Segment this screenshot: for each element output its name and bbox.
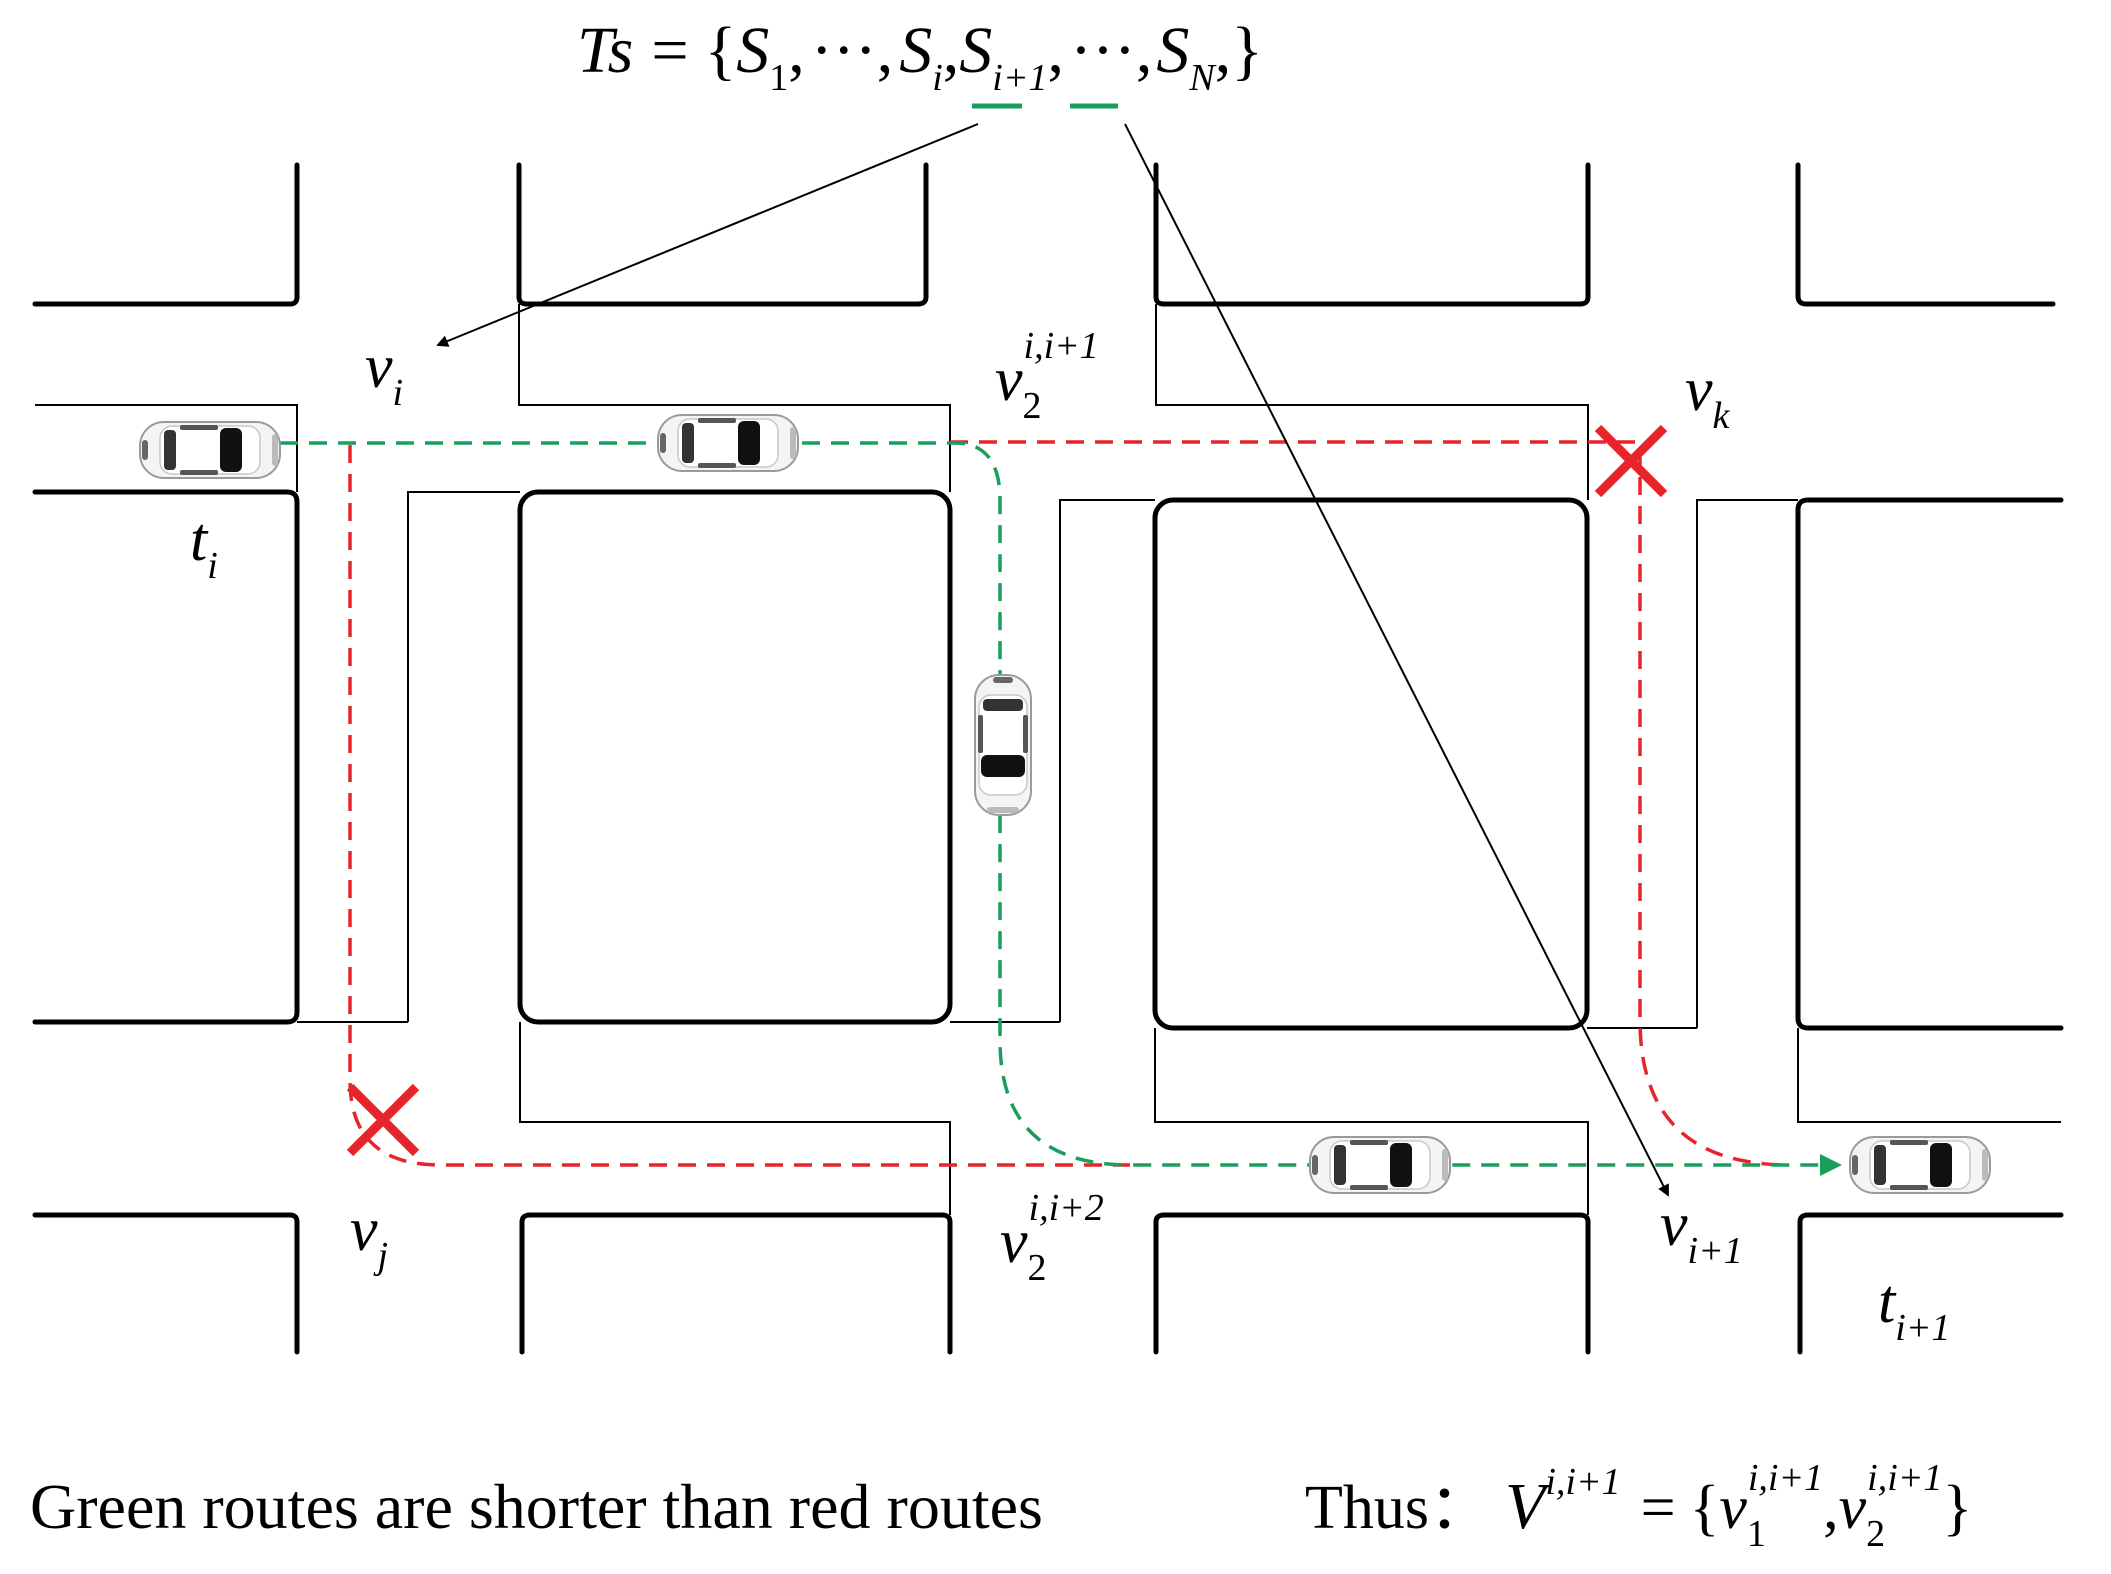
- block-top-2-outline: [516, 162, 929, 307]
- label-vj: vj: [350, 1196, 388, 1277]
- car-icon: [974, 674, 1032, 816]
- cross-icon: [1594, 424, 1668, 498]
- label-vk: vk: [1685, 356, 1731, 437]
- green-route: [280, 441, 1842, 1176]
- label-vi: vi: [365, 333, 403, 414]
- block-bottom-3-outline: [1153, 1212, 1591, 1355]
- block-mid-left-outline: [32, 489, 300, 1025]
- red-route-via-vk: [950, 440, 1791, 1167]
- label-vi1: vi+1: [1660, 1191, 1743, 1272]
- block-bottom-2-outline: [519, 1212, 953, 1355]
- block-bottom-right-outline: [1797, 1212, 2064, 1355]
- label-ti1: ti+1: [1878, 1268, 1950, 1349]
- block-mid-3-outline: [1152, 497, 1590, 1031]
- cross-icon: [346, 1083, 420, 1157]
- red-routes: [348, 440, 1791, 1167]
- block-mid-2-outline: [517, 489, 953, 1025]
- lane-lines: [35, 304, 2061, 1215]
- label-ti: ti: [190, 506, 218, 587]
- caption-text: Green routes are shorter than red routes: [30, 1471, 1043, 1542]
- block-bottom-left-outline: [32, 1212, 300, 1355]
- car-icon: [1309, 1136, 1451, 1194]
- arrow-icon: [436, 123, 1669, 1197]
- car-icon: [139, 421, 281, 479]
- block-top-right-outline: [1795, 162, 2056, 307]
- road-outlines: [32, 162, 2064, 1355]
- green-route-path: [280, 441, 1842, 1176]
- label-v2-i-i1: v2i,i+1: [995, 325, 1099, 427]
- block-mid-right-outline: [1795, 497, 2064, 1031]
- block-top-3-outline: [1153, 162, 1591, 307]
- caption-formula: Thus：Vi,i+1={v1i,i+1,v2i,i+1}: [1305, 1457, 1972, 1555]
- car-icon: [657, 414, 799, 472]
- car-icon: [1849, 1136, 1991, 1194]
- block-top-left-outline: [32, 162, 300, 307]
- label-v2-i-i2: v2i,i+2: [1000, 1187, 1104, 1289]
- formula-top: Ts={S1,···,Si,Si+1,···,SN,}: [577, 14, 1263, 99]
